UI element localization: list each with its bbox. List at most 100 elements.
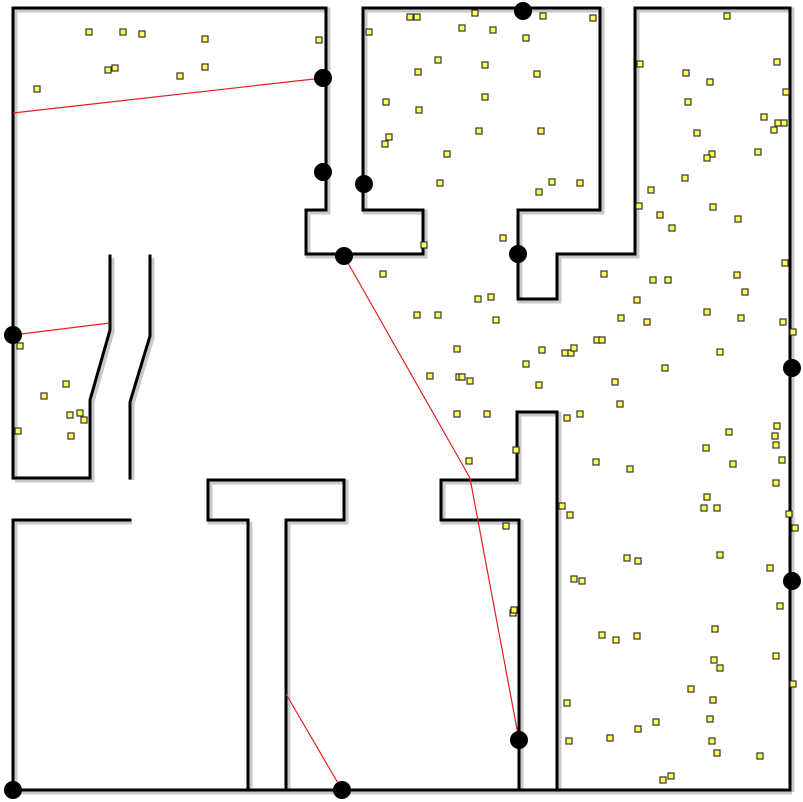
sample-point-marker bbox=[138, 30, 146, 38]
sample-point-marker bbox=[785, 510, 793, 518]
sample-point-marker bbox=[780, 119, 788, 127]
sample-point-marker bbox=[611, 378, 619, 386]
sample-point-marker bbox=[413, 311, 421, 319]
sample-point-marker bbox=[475, 127, 483, 135]
path-edge bbox=[12, 322, 111, 336]
sample-point-marker bbox=[713, 749, 721, 757]
sample-point-marker bbox=[716, 348, 724, 356]
sample-point-marker bbox=[667, 772, 675, 780]
sample-point-marker bbox=[634, 557, 642, 565]
sample-point-marker bbox=[779, 318, 787, 326]
sample-point-marker bbox=[741, 288, 749, 296]
sample-point-marker bbox=[33, 85, 41, 93]
sample-point-marker bbox=[661, 364, 669, 372]
sample-point-marker bbox=[558, 502, 566, 510]
sample-point-marker bbox=[481, 93, 489, 101]
sample-point-marker bbox=[458, 373, 466, 381]
sample-point-marker bbox=[778, 456, 786, 464]
sample-point-marker bbox=[711, 625, 719, 633]
sample-point-marker bbox=[471, 9, 479, 17]
sample-point-marker bbox=[465, 457, 473, 465]
wall-segment bbox=[206, 478, 346, 792]
path-edge bbox=[12, 77, 324, 114]
sample-point-marker bbox=[474, 295, 482, 303]
wall-shadow-segment bbox=[637, 7, 795, 792]
sample-point-marker bbox=[539, 12, 547, 20]
sample-point-marker bbox=[426, 372, 434, 380]
sample-point-marker bbox=[502, 522, 510, 530]
sample-point-marker bbox=[773, 58, 781, 66]
sample-point-marker bbox=[535, 188, 543, 196]
wall-shadow-segment bbox=[210, 479, 349, 792]
sample-point-marker bbox=[772, 441, 780, 449]
sample-point-marker bbox=[104, 66, 112, 74]
sample-point-marker bbox=[725, 428, 733, 436]
sample-point-marker bbox=[635, 202, 643, 210]
sample-point-marker bbox=[649, 276, 657, 284]
sample-point-marker bbox=[566, 511, 574, 519]
sample-point-marker bbox=[770, 126, 778, 134]
sample-point-marker bbox=[62, 380, 70, 388]
sample-point-marker bbox=[453, 410, 461, 418]
sample-point-marker bbox=[537, 127, 545, 135]
sample-point-marker bbox=[379, 270, 387, 278]
sample-point-marker bbox=[789, 328, 797, 336]
sample-point-marker bbox=[710, 656, 718, 664]
sample-point-marker bbox=[706, 78, 714, 86]
sample-point-marker bbox=[774, 119, 782, 127]
sample-point-marker bbox=[766, 564, 774, 572]
sample-point-marker bbox=[734, 215, 742, 223]
sample-point-marker bbox=[709, 696, 717, 704]
sample-point-marker bbox=[67, 432, 75, 440]
sample-point-marker bbox=[634, 725, 642, 733]
sample-point-marker bbox=[481, 61, 489, 69]
sample-point-marker bbox=[533, 70, 541, 78]
sample-point-marker bbox=[576, 179, 584, 187]
sample-point-marker bbox=[14, 427, 22, 435]
sample-point-marker bbox=[434, 311, 442, 319]
sample-point-marker bbox=[176, 72, 184, 80]
wall-shadow-segment bbox=[12, 7, 428, 480]
sample-point-marker bbox=[647, 186, 655, 194]
sample-point-marker bbox=[598, 631, 606, 639]
sample-point-marker bbox=[382, 98, 390, 106]
sample-point-marker bbox=[570, 344, 578, 352]
sample-point-marker bbox=[85, 28, 93, 36]
sample-point-marker bbox=[626, 465, 634, 473]
sample-point-marker bbox=[693, 129, 701, 137]
sample-point-marker bbox=[489, 26, 497, 34]
sample-point-marker bbox=[578, 577, 586, 585]
sample-point-marker bbox=[643, 318, 651, 326]
sample-point-marker bbox=[201, 35, 209, 43]
waypoint-node bbox=[783, 359, 801, 377]
wall-segment bbox=[206, 478, 250, 522]
sample-point-marker bbox=[664, 276, 672, 284]
wall-segment bbox=[516, 6, 637, 301]
sample-point-marker bbox=[315, 36, 323, 44]
wall-segment bbox=[361, 6, 602, 212]
wall-shadow-segment bbox=[365, 7, 605, 215]
sample-point-marker bbox=[522, 360, 530, 368]
waypoint-node bbox=[314, 163, 332, 181]
sample-point-marker bbox=[681, 174, 689, 182]
sample-point-marker bbox=[656, 211, 664, 219]
sample-point-marker bbox=[616, 400, 624, 408]
waypoint-node bbox=[783, 572, 801, 590]
sample-point-marker bbox=[111, 64, 119, 72]
sample-point-marker bbox=[16, 342, 24, 350]
sample-point-marker bbox=[713, 504, 721, 512]
waypoint-node bbox=[509, 245, 527, 263]
wall-shadow-segment bbox=[207, 482, 250, 525]
path-edge bbox=[285, 693, 343, 791]
sample-point-marker bbox=[781, 259, 789, 267]
sample-point-marker bbox=[415, 106, 423, 114]
sample-point-layer bbox=[14, 9, 799, 784]
sample-point-marker bbox=[413, 13, 421, 21]
sample-point-marker bbox=[561, 349, 569, 357]
sample-point-marker bbox=[420, 241, 428, 249]
wall-segment bbox=[11, 254, 112, 480]
sample-point-marker bbox=[522, 34, 530, 42]
wall-segment bbox=[439, 478, 521, 792]
sample-point-marker bbox=[40, 392, 48, 400]
